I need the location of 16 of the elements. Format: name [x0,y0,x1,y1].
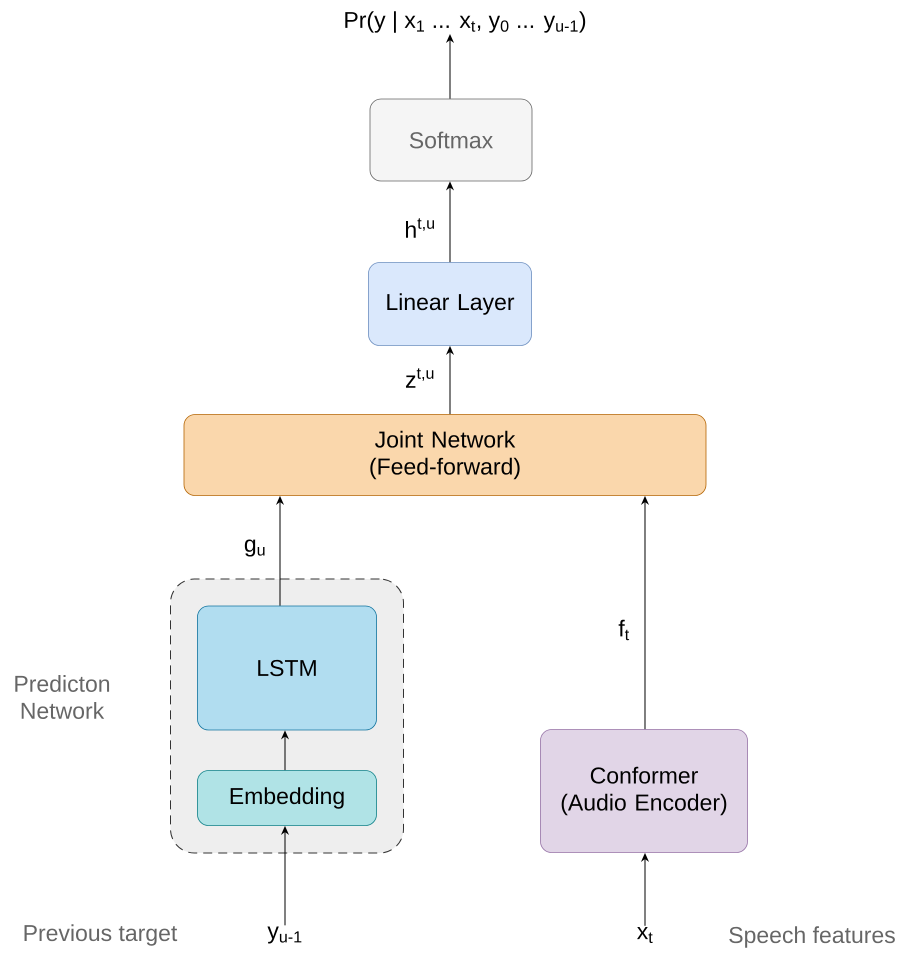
edge-label: f$_{t}$ [617,618,631,642]
caption-label: Speech features [729,926,895,948]
edge-label: g$_{u}$ [242,538,268,558]
group-label: Predicton Network [15,675,110,719]
process-box: Embedding [197,770,377,826]
process-box: Softmax [370,98,532,182]
edge-label: z$^{t,u}$ [404,367,436,389]
math-text: Pr(y | x$_{1}$ ... x$_{t}$, y$_{0}$ ... y$_{u-1}$) [345,11,586,33]
math-text: x$_{t}$ [637,927,653,943]
math-text: y$_{u-1}$ [267,926,302,944]
process-box: LSTM [197,606,377,730]
process-box: Joint Network (Feed-forward) [184,414,706,496]
caption-label: Previous target [24,924,178,946]
process-box: Conformer (Audio Encoder) [540,729,748,853]
edge-label: h$^{t,u}$ [403,217,437,239]
process-box: Linear Layer [368,262,532,346]
